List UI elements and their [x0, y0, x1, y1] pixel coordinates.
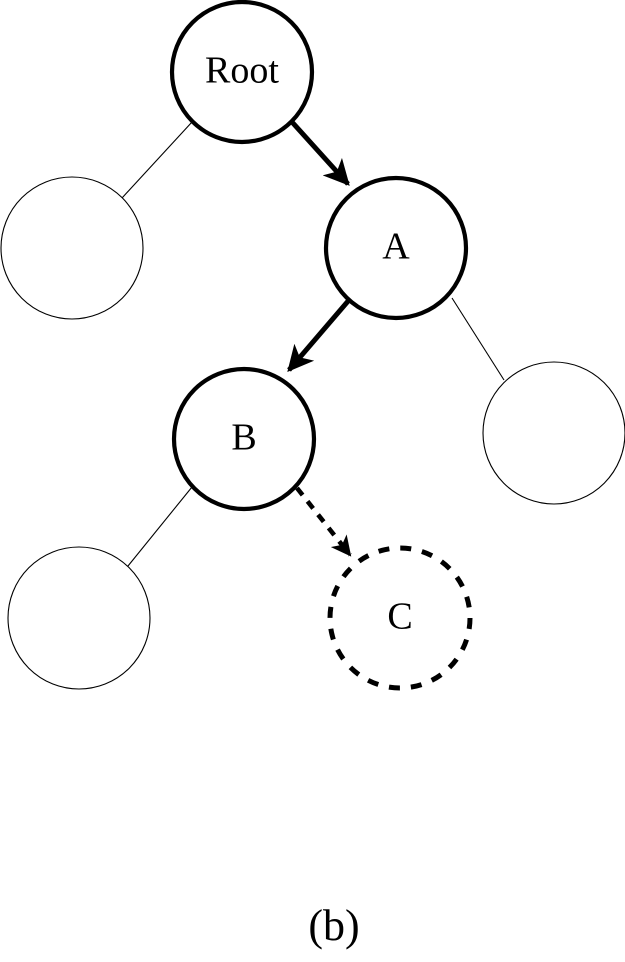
- node-root-left-child[interactable]: [0, 176, 144, 320]
- edge-a-to-right-child: [451, 297, 505, 381]
- node-layer: Root A B: [0, 0, 625, 691]
- edge-b-to-c: [295, 486, 352, 557]
- edge-layer: [121, 120, 505, 567]
- node-a-right-child[interactable]: [482, 361, 625, 505]
- node-b-label: B: [231, 417, 256, 459]
- node-b-circle[interactable]: [171, 366, 317, 512]
- node-a-right-child-circle[interactable]: [482, 361, 625, 505]
- node-c-circle[interactable]: [327, 545, 473, 691]
- node-c[interactable]: C: [327, 545, 473, 691]
- figure-caption: (b): [308, 901, 359, 950]
- edge-root-to-a: [290, 120, 350, 186]
- node-root-left-child-circle[interactable]: [0, 176, 144, 320]
- edge-b-to-left-child: [127, 486, 193, 567]
- node-b-left-child[interactable]: [7, 546, 151, 690]
- node-a-circle[interactable]: [323, 175, 469, 321]
- node-root-circle[interactable]: [169, 0, 315, 145]
- node-b-left-child-circle[interactable]: [7, 546, 151, 690]
- node-a[interactable]: A: [323, 175, 469, 321]
- node-root-label: Root: [205, 50, 279, 92]
- node-a-label: A: [382, 226, 410, 268]
- node-root[interactable]: Root: [169, 0, 315, 145]
- edge-root-to-left-child: [121, 121, 193, 199]
- node-c-label: C: [387, 596, 412, 638]
- node-b[interactable]: B: [171, 366, 317, 512]
- edge-a-to-b: [287, 298, 351, 372]
